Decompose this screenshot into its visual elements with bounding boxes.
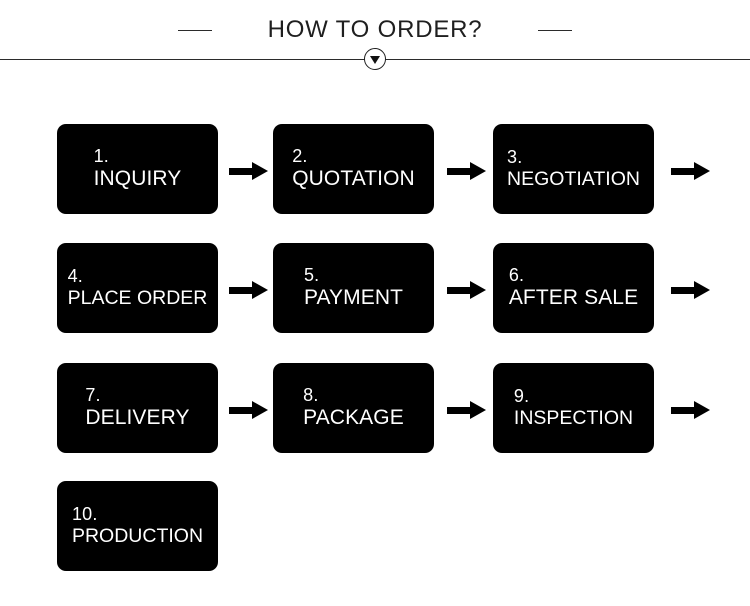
step-text: 8. PACKAGE <box>303 384 404 430</box>
step-label: NEGOTIATION <box>507 168 640 191</box>
flow-row: 7. DELIVERY 8. PACKAGE 9. INSPECTION <box>0 363 750 453</box>
step-box-5[interactable]: 5. PAYMENT <box>273 243 434 333</box>
step-number: 7. <box>85 384 101 405</box>
arrow-right-icon <box>229 401 268 420</box>
title-dash-left <box>177 29 212 31</box>
step-box-4[interactable]: 4. PLACE ORDER <box>57 243 218 333</box>
step-number: 8. <box>303 384 319 405</box>
arrow-right-icon <box>447 281 486 300</box>
arrow-right-icon <box>447 162 486 181</box>
arrow-shaft <box>229 287 255 294</box>
step-box-10[interactable]: 10. PRODUCTION <box>57 481 218 571</box>
step-text: 9. INSPECTION <box>513 385 634 430</box>
step-text: 6. AFTER SALE <box>508 264 639 310</box>
arrow-right-icon <box>229 281 268 300</box>
step-label: DELIVERY <box>85 406 190 430</box>
step-text: 10. PRODUCTION <box>71 503 204 548</box>
arrow-shaft <box>447 407 473 414</box>
arrow-shaft <box>447 168 473 175</box>
arrow-head <box>694 401 710 419</box>
chevron-down-icon <box>364 48 386 70</box>
arrow-right-icon <box>671 162 710 181</box>
arrow-head <box>252 401 268 419</box>
step-box-1[interactable]: 1. INQUIRY <box>57 124 218 214</box>
step-label: QUOTATION <box>292 167 415 191</box>
step-box-9[interactable]: 9. INSPECTION <box>493 363 654 453</box>
arrow-shaft <box>229 407 255 414</box>
flow-row: 10. PRODUCTION <box>0 481 750 571</box>
arrow-right-icon <box>671 281 710 300</box>
step-label: PLACE ORDER <box>67 287 208 310</box>
arrow-shaft <box>671 168 697 175</box>
arrow-right-icon <box>229 162 268 181</box>
step-text: 2. QUOTATION <box>292 145 415 191</box>
arrow-head <box>252 281 268 299</box>
arrow-right-icon <box>447 401 486 420</box>
step-number: 5. <box>303 264 320 285</box>
arrow-head <box>470 281 486 299</box>
step-box-7[interactable]: 7. DELIVERY <box>57 363 218 453</box>
title-dash-right <box>538 29 573 31</box>
step-label: AFTER SALE <box>508 286 639 310</box>
step-number: 10. <box>71 503 98 524</box>
step-box-3[interactable]: 3. NEGOTIATION <box>493 124 654 214</box>
arrow-head <box>694 162 710 180</box>
step-box-2[interactable]: 2. QUOTATION <box>273 124 434 214</box>
step-label: PAYMENT <box>303 286 404 310</box>
step-text: 5. PAYMENT <box>303 264 404 310</box>
page-title: HOW TO ORDER? <box>267 16 483 43</box>
step-label: INQUIRY <box>93 167 182 191</box>
step-number: 3. <box>507 146 523 167</box>
step-number: 6. <box>508 264 525 285</box>
step-text: 1. INQUIRY <box>93 145 182 191</box>
step-label: INSPECTION <box>513 407 634 430</box>
step-number: 1. <box>93 145 109 166</box>
order-flow-diagram: 1. INQUIRY 2. QUOTATION 3. NEGOTIATION <box>0 100 750 606</box>
step-box-8[interactable]: 8. PACKAGE <box>273 363 434 453</box>
flow-row: 1. INQUIRY 2. QUOTATION 3. NEGOTIATION <box>0 124 750 214</box>
arrow-shaft <box>671 407 697 414</box>
step-number: 4. <box>67 265 84 286</box>
caret-shape <box>370 55 380 64</box>
step-number: 9. <box>513 385 530 406</box>
step-label: PRODUCTION <box>71 525 204 548</box>
step-text: 7. DELIVERY <box>85 384 190 430</box>
arrow-right-icon <box>671 401 710 420</box>
arrow-head <box>694 281 710 299</box>
arrow-shaft <box>229 168 255 175</box>
arrow-shaft <box>447 287 473 294</box>
step-box-6[interactable]: 6. AFTER SALE <box>493 243 654 333</box>
flow-row: 4. PLACE ORDER 5. PAYMENT 6. AFTER SALE <box>0 243 750 333</box>
step-text: 3. NEGOTIATION <box>507 146 640 191</box>
title-row: HOW TO ORDER? <box>0 14 750 46</box>
step-number: 2. <box>292 145 308 166</box>
arrow-shaft <box>671 287 697 294</box>
arrow-head <box>470 401 486 419</box>
arrow-head <box>470 162 486 180</box>
arrow-head <box>252 162 268 180</box>
step-label: PACKAGE <box>303 406 404 430</box>
page-header: HOW TO ORDER? <box>0 0 750 100</box>
step-text: 4. PLACE ORDER <box>67 265 208 310</box>
